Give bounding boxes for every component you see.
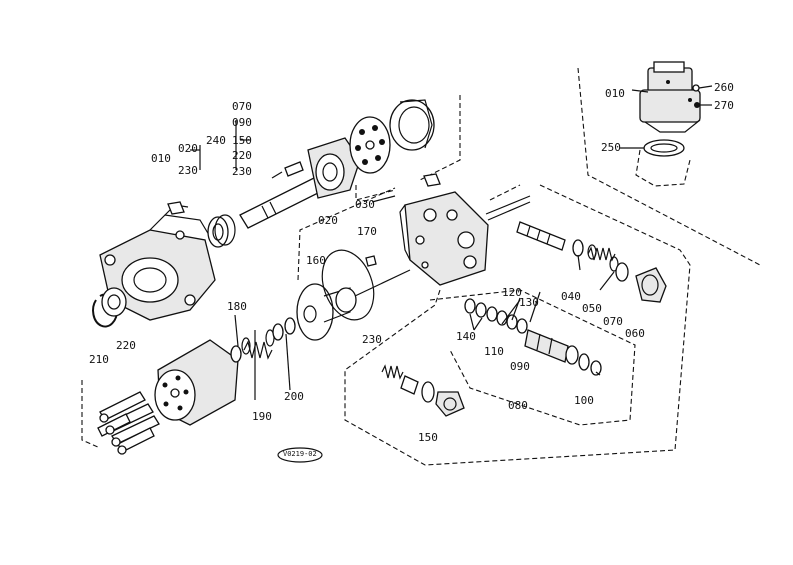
label-030: 030 [355,198,375,211]
spring-190-drawing [230,314,296,400]
label-210: 210 [89,353,109,366]
label-200: 200 [284,390,304,403]
label-040: 040 [561,290,581,303]
spool-040-drawing [516,221,584,257]
valve-plate-drawing [349,116,391,174]
label-230-mid: 230 [232,165,252,178]
relief-valve-drawing [524,329,602,376]
label-220-top: 220 [232,149,252,162]
right-dashed-boundary [344,184,691,466]
oring-230-drawing [321,249,375,321]
pin-170-drawing [365,255,377,267]
label-070-low: 070 [603,315,623,328]
label-020-top: 020 [178,142,198,155]
label-160: 160 [306,254,326,267]
label-170: 170 [357,225,377,238]
leader-lines [190,120,615,376]
label-270: 270 [714,99,734,112]
label-050: 050 [582,302,602,315]
label-180: 180 [227,300,247,313]
drawing-code-oval [277,447,323,463]
plug-060-drawing [615,262,667,303]
screw-260-270-drawing [692,84,713,108]
label-110: 110 [484,345,504,358]
label-220-low: 220 [116,339,136,352]
piston-dashed-leader [81,380,101,449]
label-060: 060 [625,327,645,340]
label-080: 080 [508,399,528,412]
label-090-top: 090 [232,116,252,129]
label-010-right: 010 [605,87,625,100]
label-070-top: 070 [232,100,252,113]
inner-dashed-boundary [429,289,636,426]
label-230-low: 230 [362,333,382,346]
label-120: 120 [502,286,522,299]
inset-boundary [577,67,761,266]
drive-shaft-drawing [239,161,329,229]
label-150-top: 150 [232,134,252,147]
large-ring-drawing [389,99,435,151]
label-010-left: 010 [151,152,171,165]
label-250: 250 [601,141,621,154]
pistons-drawing [97,391,160,455]
valve-rod-drawing [485,195,531,221]
middle-dashed-boundary [297,187,396,281]
swash-plate-drawing [307,137,361,199]
housing-plug-drawing [167,201,185,215]
orings-group-drawing [464,298,528,334]
cover-plate-drawing [296,269,411,341]
label-020-mid: 020 [318,214,338,227]
circlip-seal-drawing [92,287,127,328]
label-130: 130 [519,296,539,309]
label-230-top: 230 [178,164,198,177]
label-240: 240 [206,134,226,147]
label-090-low: 090 [510,360,530,373]
drawing-code: V0219-02 [283,450,317,458]
lower-spring-drawing [381,364,465,417]
label-190: 190 [252,410,272,423]
cylinder-barrel-drawing [154,339,239,426]
label-150-low: 150 [418,431,438,444]
bearing-drawing [207,214,236,248]
label-140: 140 [456,330,476,343]
seal-250-drawing [620,139,691,187]
spring-050-drawing [587,244,619,272]
valve-body-drawing [399,173,489,286]
label-100: 100 [574,394,594,407]
actuator-unit-drawing [631,61,701,133]
label-260: 260 [714,81,734,94]
